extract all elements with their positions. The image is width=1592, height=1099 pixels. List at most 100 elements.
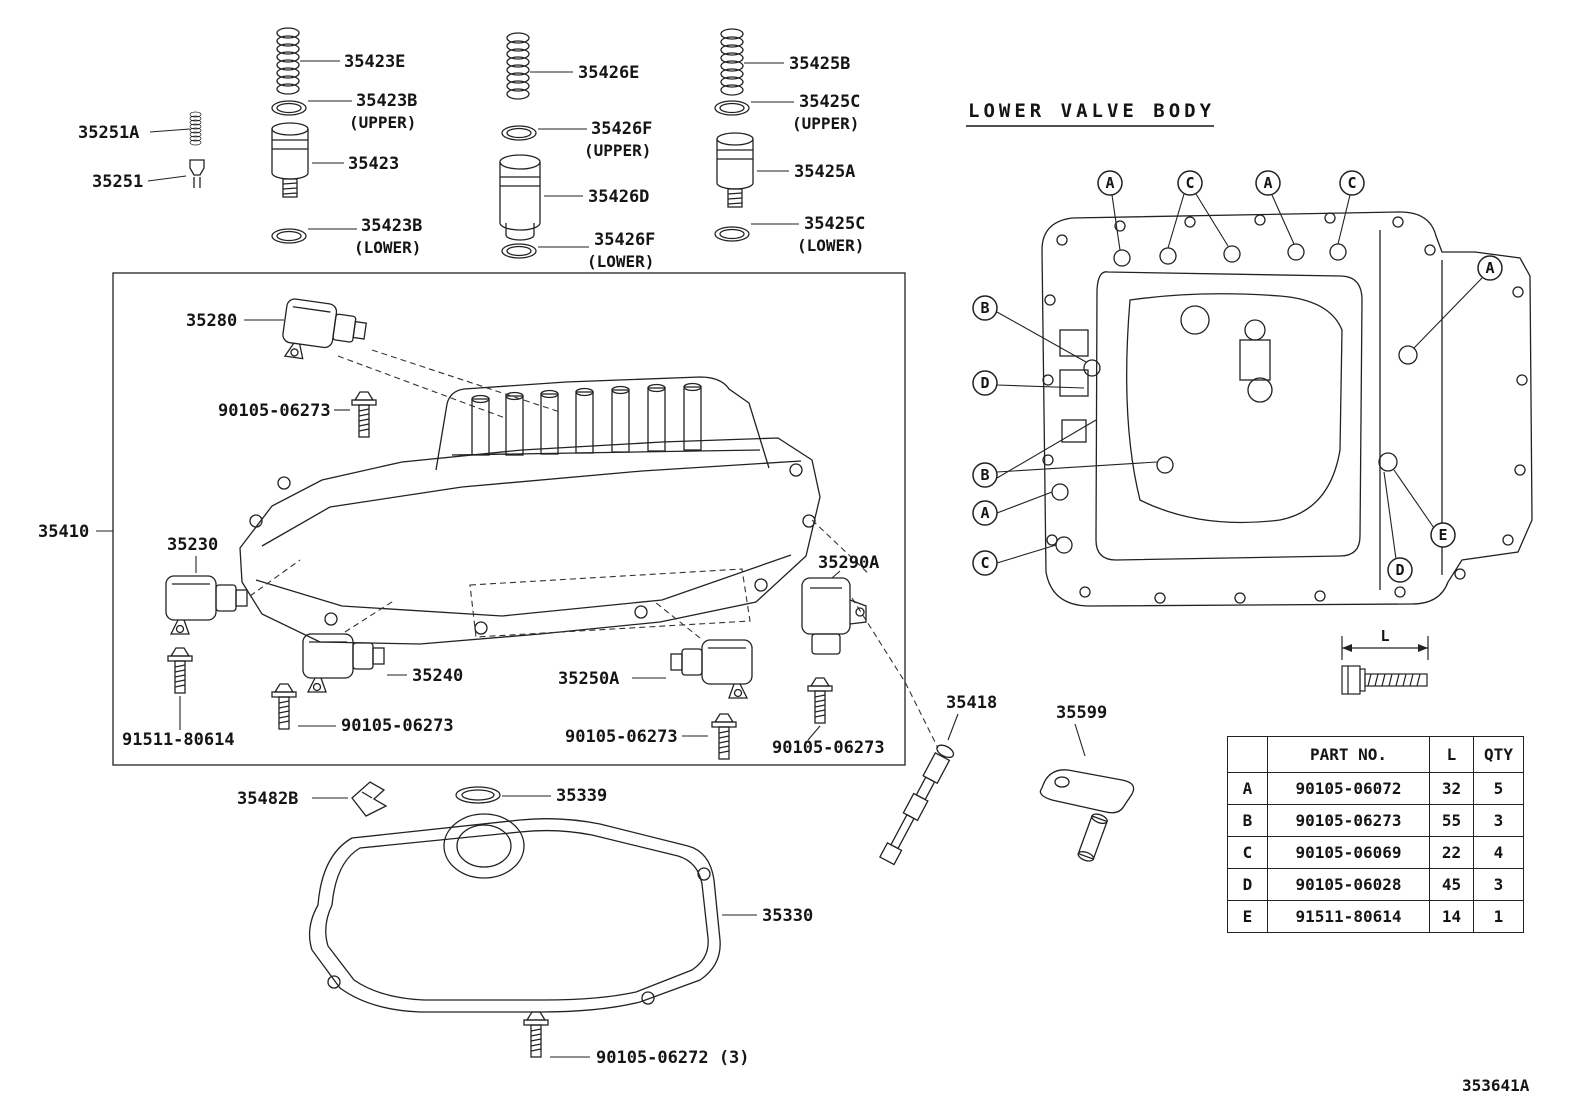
rod-35418-drawing	[879, 744, 955, 866]
table-header-l: L	[1429, 736, 1474, 773]
table-cell-qty: 4	[1473, 836, 1524, 869]
callout-a-1: A	[1105, 174, 1114, 192]
label-90105-06273-2: 90105-06273	[341, 716, 454, 736]
label-35423e: 35423E	[344, 52, 405, 72]
label-35230: 35230	[167, 535, 218, 555]
table-row: D 90105-06028 45 3	[1227, 868, 1524, 901]
table-cell-key: A	[1227, 772, 1268, 805]
table-row: A 90105-06072 32 5	[1227, 772, 1524, 805]
callout-leader-lines	[996, 193, 1483, 564]
table-cell-l: 14	[1429, 900, 1474, 933]
section-title: LOWER VALVE BODY	[968, 100, 1215, 122]
label-lower-2: (LOWER)	[587, 252, 654, 271]
label-35418: 35418	[946, 693, 997, 713]
label-lower-1: (LOWER)	[354, 238, 421, 257]
label-35599: 35599	[1056, 703, 1107, 723]
label-35426d: 35426D	[588, 187, 649, 207]
bolt-90105-06273-1-drawing	[351, 391, 377, 438]
bolt-90105-06273-3-drawing	[711, 713, 737, 760]
label-35330: 35330	[762, 906, 813, 926]
label-upper-1: (UPPER)	[349, 113, 416, 132]
assembly-boundary-box	[112, 272, 906, 766]
oil-strainer-35330-drawing	[308, 813, 721, 1013]
oring-35339-drawing	[455, 786, 501, 804]
callout-c-3: C	[980, 554, 989, 572]
table-cell-part-no: 90105-06273	[1267, 804, 1430, 837]
table-header-part-no: PART NO.	[1267, 736, 1430, 773]
solenoid-35230-drawing	[165, 575, 248, 635]
callout-c-1: C	[1185, 174, 1194, 192]
table-cell-key: C	[1227, 836, 1268, 869]
table-header-row: PART NO. L QTY	[1227, 736, 1524, 773]
label-35426f-upper: 35426F	[591, 119, 652, 139]
callout-a-4: A	[980, 504, 989, 522]
bolt-90105-06272-drawing	[523, 1011, 549, 1058]
label-35423b-lower: 35423B	[361, 216, 422, 236]
table-header-qty: QTY	[1473, 736, 1524, 773]
label-35425a: 35425A	[794, 162, 855, 182]
valve-body-assembly-drawing	[239, 376, 821, 645]
label-35251a: 35251A	[78, 123, 139, 143]
valve-35426-group-drawing	[499, 32, 541, 259]
table-cell-part-no: 90105-06069	[1267, 836, 1430, 869]
table-cell-qty: 3	[1473, 804, 1524, 837]
table-row: B 90105-06273 55 3	[1227, 804, 1524, 837]
label-35251: 35251	[92, 172, 143, 192]
table-cell-part-no: 90105-06028	[1267, 868, 1430, 901]
label-90105-06272: 90105-06272 (3)	[596, 1048, 750, 1068]
table-row: E 91511-80614 14 1	[1227, 900, 1524, 933]
callout-c-2: C	[1347, 174, 1356, 192]
table-cell-key: B	[1227, 804, 1268, 837]
label-35280: 35280	[186, 311, 237, 331]
table-cell-l: 22	[1429, 836, 1474, 869]
label-35482b: 35482B	[237, 789, 298, 809]
label-35426f-lower: 35426F	[594, 230, 655, 250]
bolt-parts-table: PART NO. L QTY A 90105-06072 32 5 B 9010…	[1227, 736, 1524, 933]
table-cell-qty: 1	[1473, 900, 1524, 933]
valve-35251-group-drawing	[189, 111, 205, 188]
bolt-90105-06273-4-drawing	[807, 677, 833, 724]
label-35250a: 35250A	[558, 669, 619, 689]
callout-b-2: B	[980, 466, 989, 484]
leader-lines	[96, 60, 1086, 1058]
label-35410: 35410	[38, 522, 89, 542]
label-35425c-upper: 35425C	[799, 92, 860, 112]
label-35426e: 35426E	[578, 63, 639, 83]
dimension-l-label: L	[1380, 627, 1389, 645]
label-90105-06273-1: 90105-06273	[218, 401, 331, 421]
label-90105-06273-4: 90105-06273	[772, 738, 885, 758]
callout-b-1: B	[980, 299, 989, 317]
table-row: C 90105-06069 22 4	[1227, 836, 1524, 869]
bolt-parts-table-grid: PART NO. L QTY A 90105-06072 32 5 B 9010…	[1227, 736, 1524, 933]
label-91511-80614: 91511-80614	[122, 730, 235, 750]
callout-d-2: D	[1395, 561, 1404, 579]
table-cell-l: 32	[1429, 772, 1474, 805]
bolt-length-dimension-drawing	[1341, 636, 1429, 695]
valve-35425-group-drawing	[714, 28, 754, 242]
label-35423: 35423	[348, 154, 399, 174]
label-upper-2: (UPPER)	[584, 141, 651, 160]
table-cell-part-no: 90105-06072	[1267, 772, 1430, 805]
label-upper-3: (UPPER)	[792, 114, 859, 133]
label-35425c-lower: 35425C	[804, 214, 865, 234]
bracket-35599-drawing	[1039, 769, 1135, 862]
callout-e-1: E	[1438, 526, 1447, 544]
bolt-90105-06273-2-drawing	[271, 683, 297, 730]
solenoid-35290a-drawing	[801, 577, 867, 655]
lower-valve-body-drawing	[1041, 211, 1533, 607]
figure-code: 353641A	[1462, 1076, 1530, 1095]
callout-a-2: A	[1263, 174, 1272, 192]
table-corner-cell	[1227, 736, 1268, 773]
table-cell-key: D	[1227, 868, 1268, 901]
bolt-91511-80614-drawing	[167, 647, 193, 694]
label-35290a: 35290A	[818, 553, 879, 573]
table-cell-l: 45	[1429, 868, 1474, 901]
label-35339: 35339	[556, 786, 607, 806]
label-35240: 35240	[412, 666, 463, 686]
table-cell-qty: 5	[1473, 772, 1524, 805]
label-35423b-upper: 35423B	[356, 91, 417, 111]
table-cell-qty: 3	[1473, 868, 1524, 901]
callout-markers: A C A C A B D B A C E D	[972, 170, 1503, 583]
